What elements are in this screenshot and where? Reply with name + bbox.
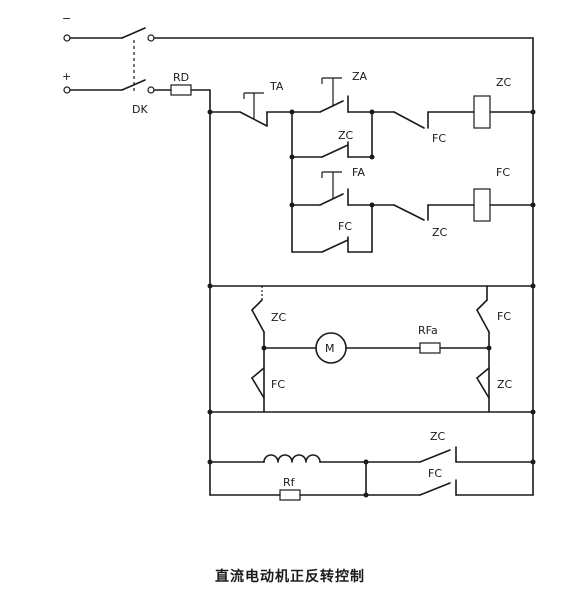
- diagram-caption: 直流电动机正反转控制: [215, 569, 365, 585]
- label-rf: Rf: [283, 476, 296, 489]
- label-plus: +: [62, 70, 71, 83]
- label-dk: DK: [132, 103, 148, 116]
- fuse-rd: [153, 84, 211, 113]
- label-fc-interlock: FC: [432, 132, 446, 145]
- label-rfa: RFa: [418, 324, 438, 337]
- main-switch-dk: [121, 27, 534, 94]
- label-zc-arm-left: ZC: [271, 311, 287, 324]
- label-fc-coil: FC: [496, 166, 510, 179]
- label-zc-interlock: ZC: [432, 226, 448, 239]
- label-minus: −: [62, 12, 71, 25]
- label-zc-coil: ZC: [496, 76, 512, 89]
- armature-bridge: [209, 285, 534, 413]
- supply-terminals: [63, 34, 123, 94]
- label-ta: TA: [269, 80, 284, 93]
- label-fa: FA: [352, 166, 365, 179]
- label-motor: M: [325, 342, 335, 355]
- label-fc-hold: FC: [338, 220, 352, 233]
- control-reverse-branch: [291, 156, 534, 253]
- field-circuit: [209, 446, 534, 501]
- label-za: ZA: [352, 70, 368, 83]
- label-zc-arm-right: ZC: [497, 378, 513, 391]
- label-zc-hold: ZC: [338, 129, 354, 142]
- label-fc-field: FC: [428, 467, 442, 480]
- control-forward-branch: [209, 77, 534, 158]
- label-rd: RD: [173, 71, 189, 84]
- label-fc-arm-left: FC: [271, 378, 285, 391]
- label-zc-field: ZC: [430, 430, 446, 443]
- label-fc-arm-right: FC: [497, 310, 511, 323]
